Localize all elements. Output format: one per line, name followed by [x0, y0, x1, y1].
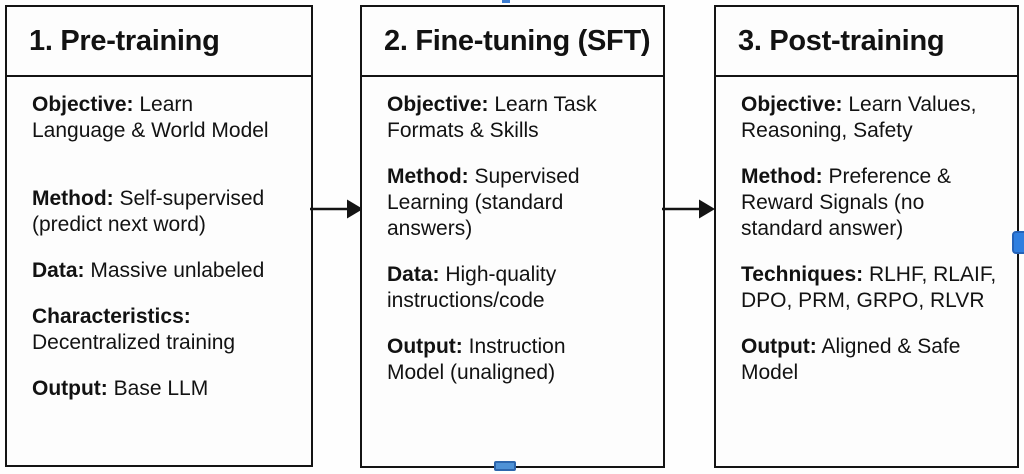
stage-item: Method: Supervised Learning (standard an… [387, 164, 643, 242]
stage-title-posttraining: 3. Post-training [716, 7, 1017, 77]
item-label: Method: [387, 165, 469, 188]
item-label: Characteristics: [32, 305, 191, 328]
stage-item: Objective: Learn Language & World Model [32, 92, 291, 144]
stage-item: Output: Instruction Model (unaligned) [387, 334, 643, 386]
stage-item: Data: High-quality instructions/code [387, 262, 643, 314]
stage-item: Objective: Learn Values, Reasoning, Safe… [741, 92, 997, 144]
item-label: Output: [32, 377, 108, 400]
stage-title-finetuning: 2. Fine-tuning (SFT) [362, 7, 663, 77]
item-label: Data: [32, 259, 85, 282]
item-text: Decentralized training [32, 331, 236, 354]
stage-item: Output: Base LLM [32, 376, 291, 402]
selection-right-handle[interactable] [1012, 231, 1024, 254]
item-text: Learn Language & World Model [32, 93, 269, 142]
item-text: Learn Values, Reasoning, Safety [741, 93, 977, 142]
item-label: Objective: [387, 93, 489, 116]
item-text: Base LLM [107, 377, 209, 400]
stage-box-posttraining: 3. Post-training Objective: Learn Values… [714, 5, 1019, 468]
item-text: Supervised Learning (standard answers) [387, 165, 580, 240]
stage-box-pretraining: 1. Pre-training Objective: Learn Languag… [5, 5, 313, 467]
item-text: Self-supervised (predict next word) [32, 187, 265, 236]
selection-top-handle[interactable] [502, 0, 510, 3]
item-label: Method: [32, 187, 114, 210]
stage-item: Method: Preference & Reward Signals (no … [741, 164, 997, 242]
stage-body-pretraining: Objective: Learn Language & World Model … [7, 77, 311, 402]
selection-bottom-handle[interactable] [494, 461, 516, 471]
stage-body-finetuning: Objective: Learn Task Formats & Skills M… [362, 77, 663, 386]
item-label: Techniques: [741, 263, 864, 286]
item-text: Massive unlabeled [84, 259, 265, 282]
stage-title-pretraining: 1. Pre-training [7, 7, 311, 77]
stage-body-posttraining: Objective: Learn Values, Reasoning, Safe… [716, 77, 1017, 386]
stage-item: Objective: Learn Task Formats & Skills [387, 92, 643, 144]
item-label: Output: [741, 335, 817, 358]
item-text: Instruction Model (unaligned) [387, 335, 566, 384]
item-text: Learn Task Formats & Skills [387, 93, 597, 142]
item-label: Data: [387, 263, 440, 286]
stage-item: Output: Aligned & Safe Model [741, 334, 997, 386]
item-text: High-quality instructions/code [387, 263, 557, 312]
stage-item: Characteristics: Decentralized training [32, 304, 291, 356]
item-label: Output: [387, 335, 463, 358]
arrow-right-icon [310, 199, 363, 219]
item-text: Aligned & Safe Model [741, 335, 961, 384]
stage-item: Method: Self-supervised (predict next wo… [32, 186, 291, 238]
item-text: RLHF, RLAIF, DPO, PRM, GRPO, RLVR [741, 263, 997, 312]
arrow-right-icon [662, 199, 715, 219]
item-label: Method: [741, 165, 823, 188]
item-label: Objective: [32, 93, 134, 116]
stage-item: Techniques: RLHF, RLAIF, DPO, PRM, GRPO,… [741, 262, 997, 314]
item-text: Preference & Reward Signals (no standard… [741, 165, 952, 240]
stage-box-finetuning: 2. Fine-tuning (SFT) Objective: Learn Ta… [360, 5, 665, 468]
item-label: Objective: [741, 93, 843, 116]
stage-item: Data: Massive unlabeled [32, 258, 291, 284]
